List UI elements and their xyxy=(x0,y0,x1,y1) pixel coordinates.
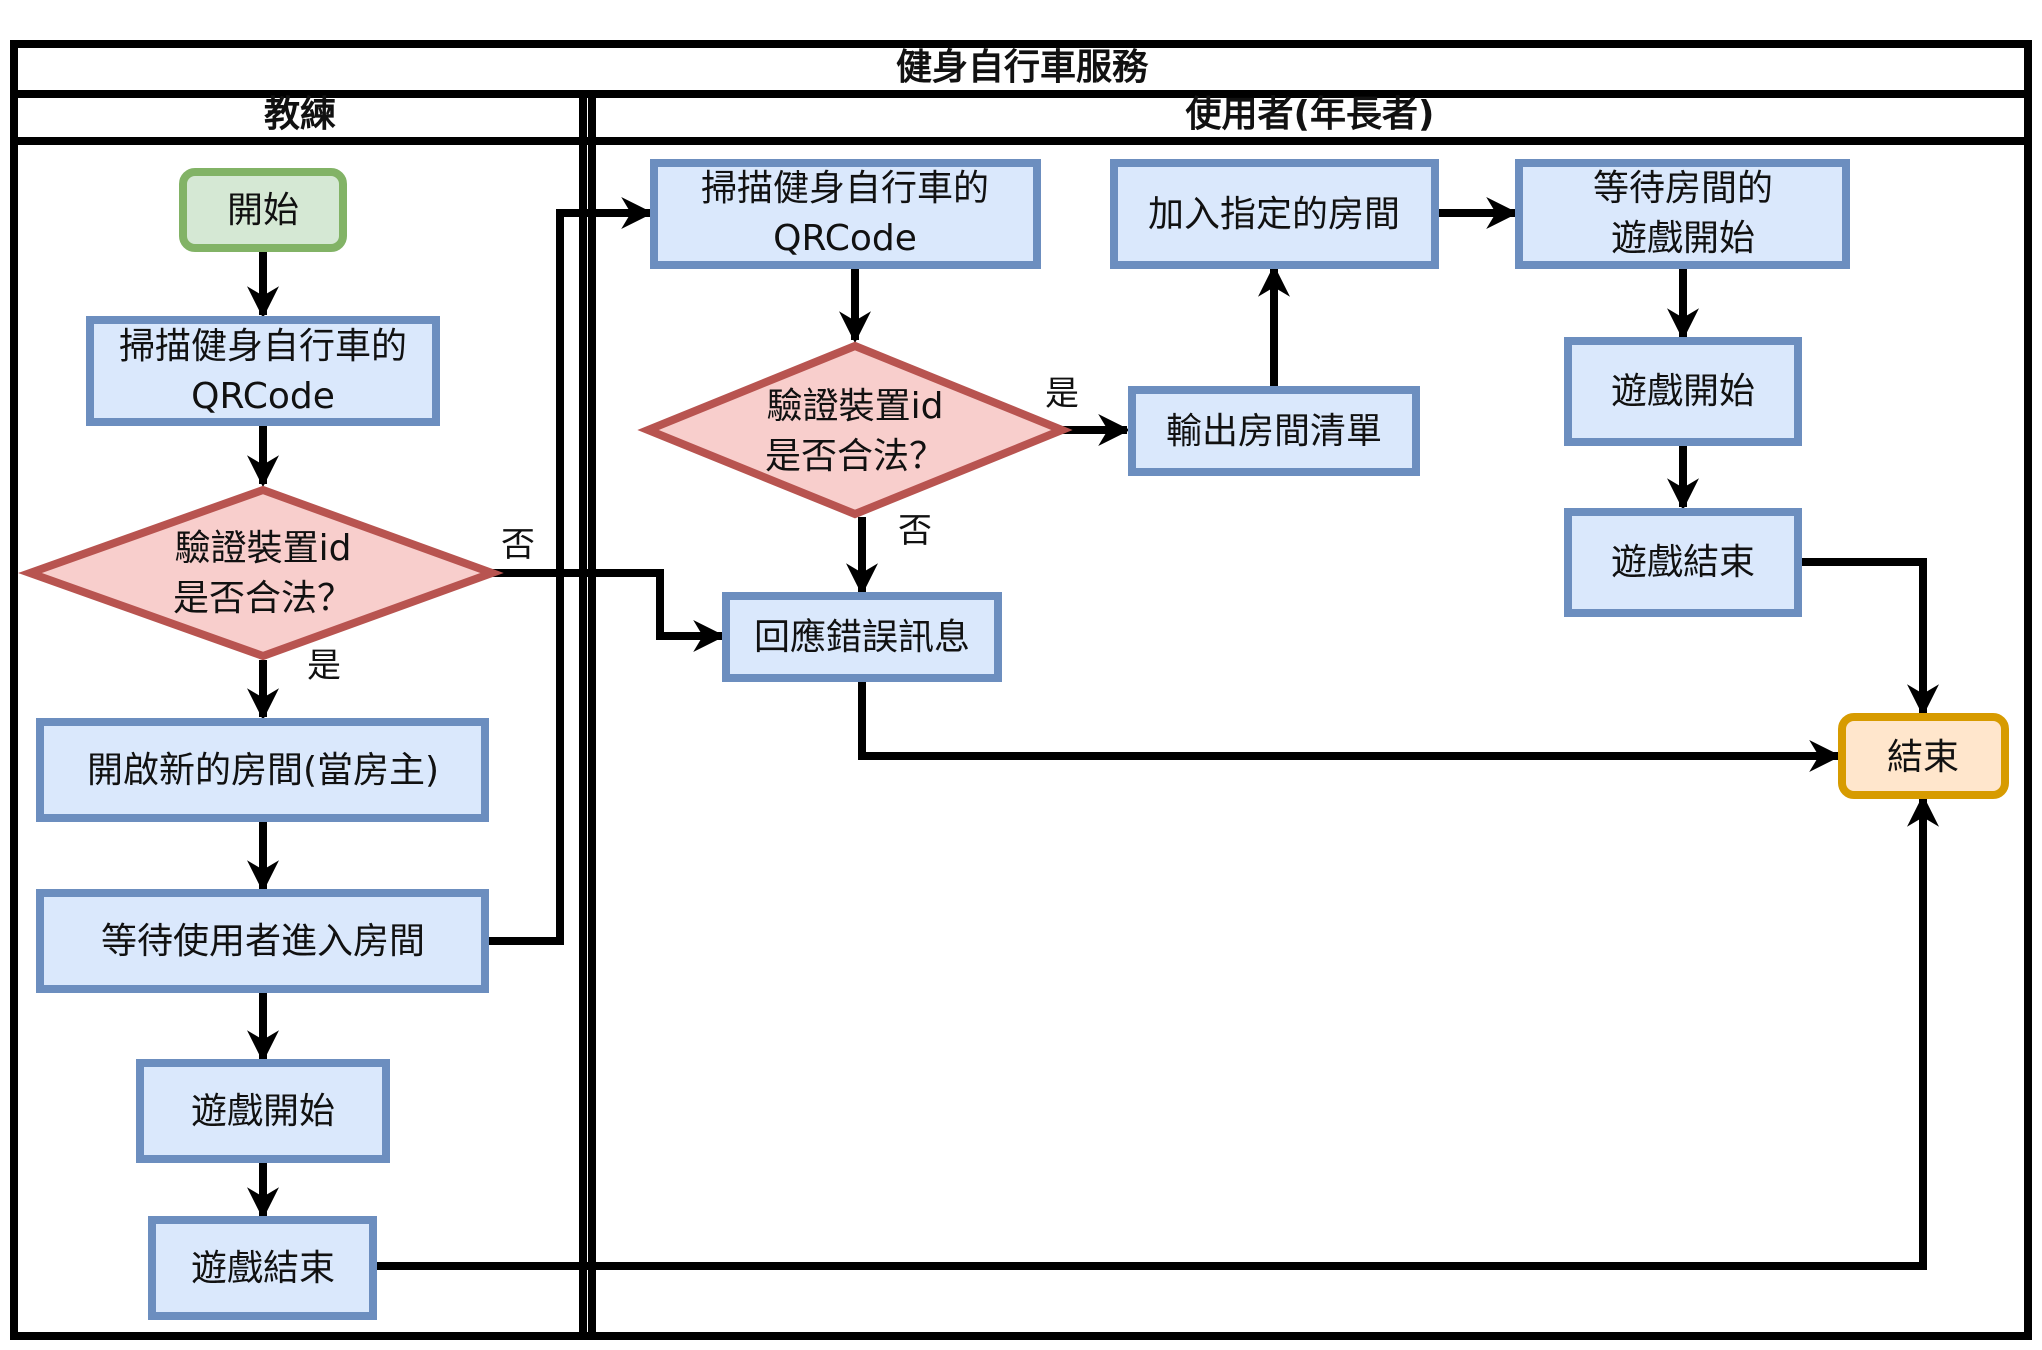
node-coach-verify-decision: 驗證裝置id 是否合法？ xyxy=(18,485,504,661)
node-label: 遊戲開始 xyxy=(191,1091,335,1132)
lane-title-coach: 教練 xyxy=(264,94,336,135)
node-label-line2: 是否合法？ xyxy=(765,436,945,477)
process-shape xyxy=(1128,386,1420,476)
edge-coach-verify-no-to-error xyxy=(492,569,726,652)
process-shape xyxy=(1515,159,1850,269)
node-label: 回應錯誤訊息 xyxy=(754,617,970,658)
edge-label-user-no: 否 xyxy=(898,511,932,551)
node-label: 遊戲結束 xyxy=(1611,542,1755,583)
node-label: 輸出房間清單 xyxy=(1166,411,1382,452)
lane-title-user: 使用者(年長者) xyxy=(1186,94,1435,135)
node-label: 結束 xyxy=(1887,737,1959,778)
edge-wait-to-user-scan xyxy=(485,197,654,945)
process-shape xyxy=(722,592,1002,682)
node-label: 加入指定的房間 xyxy=(1148,194,1400,235)
diagram-title: 健身自行車服務 xyxy=(896,47,1149,88)
process-shape xyxy=(136,1059,390,1163)
node-user-room-list: 輸出房間清單 xyxy=(1128,386,1420,476)
node-coach-game-end: 遊戲結束 xyxy=(148,1216,377,1320)
edge-label-coach-no: 否 xyxy=(501,525,535,565)
node-label-line1: 驗證裝置id xyxy=(767,386,944,427)
node-user-wait-game: 等待房間的 遊戲開始 xyxy=(1515,159,1850,269)
process-shape xyxy=(86,316,440,426)
node-label-line1: 驗證裝置id xyxy=(175,528,352,569)
edge-label-coach-yes: 是 xyxy=(307,646,341,686)
process-shape xyxy=(148,1216,377,1320)
node-error-message: 回應錯誤訊息 xyxy=(722,592,1002,682)
node-user-verify-decision: 驗證裝置id 是否合法？ xyxy=(637,341,1073,519)
end-terminal-shape xyxy=(1838,713,2009,799)
node-label-line1: 掃描健身自行車的 xyxy=(119,326,407,367)
decision-diamond xyxy=(18,485,504,661)
node-coach-open-room: 開啟新的房間(當房主) xyxy=(36,718,489,822)
node-coach-start: 開始 xyxy=(179,168,347,252)
edge-error-to-end xyxy=(858,680,1842,772)
node-label-line2: 是否合法？ xyxy=(173,578,353,619)
node-label: 遊戲開始 xyxy=(1611,371,1755,412)
node-user-scan-qrcode: 掃描健身自行車的 QRCode xyxy=(650,159,1041,269)
node-end: 結束 xyxy=(1838,713,2009,799)
node-label-line2: QRCode xyxy=(773,218,917,259)
process-shape xyxy=(36,718,489,822)
process-shape xyxy=(1564,337,1802,446)
edge-label-user-yes: 是 xyxy=(1045,374,1079,414)
pool-border xyxy=(10,40,2032,1340)
node-user-game-end: 遊戲結束 xyxy=(1564,508,1802,617)
node-label: 遊戲結束 xyxy=(191,1248,335,1289)
process-shape xyxy=(36,889,489,993)
decision-diamond xyxy=(637,341,1073,519)
node-coach-scan-qrcode: 掃描健身自行車的 QRCode xyxy=(86,316,440,426)
edge-user-game-end-to-end xyxy=(1800,558,1939,717)
node-coach-game-start: 遊戲開始 xyxy=(136,1059,390,1163)
node-label: 等待使用者進入房間 xyxy=(101,921,425,962)
node-label-line2: 遊戲開始 xyxy=(1611,218,1755,259)
process-shape xyxy=(650,159,1041,269)
connectors xyxy=(247,197,1939,1270)
node-user-join-room: 加入指定的房間 xyxy=(1110,159,1439,269)
node-label: 開啟新的房間(當房主) xyxy=(87,750,439,791)
node-label-line1: 等待房間的 xyxy=(1593,168,1773,209)
node-label-line2: QRCode xyxy=(191,376,335,417)
node-user-game-start: 遊戲開始 xyxy=(1564,337,1802,446)
node-coach-wait-user: 等待使用者進入房間 xyxy=(36,889,489,993)
edge-coach-end-to-end xyxy=(373,794,1939,1270)
node-label-line1: 掃描健身自行車的 xyxy=(701,168,989,209)
swimlane-pool xyxy=(10,40,2032,1340)
start-terminal-shape xyxy=(179,168,347,252)
node-label: 開始 xyxy=(227,190,299,231)
process-shape xyxy=(1564,508,1802,617)
process-shape xyxy=(1110,159,1439,269)
